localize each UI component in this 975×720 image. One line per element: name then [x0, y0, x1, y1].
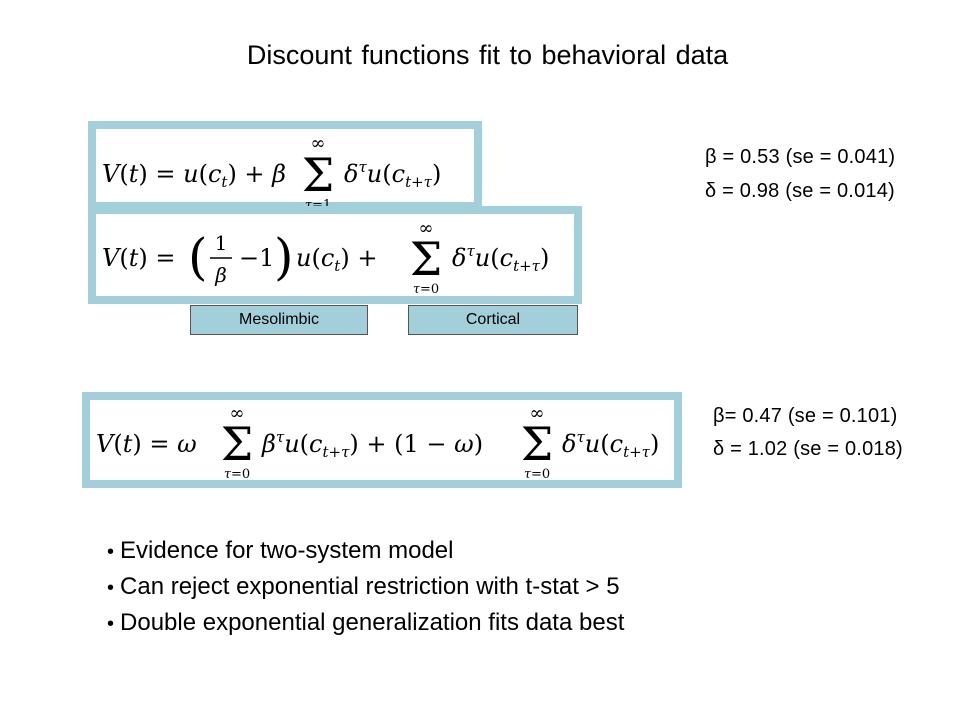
bullet-text: Can reject exponential restriction with …: [120, 573, 620, 600]
slide-title: Discount functions fit to behavioral dat…: [246, 40, 729, 70]
equation-box-double-exponential: V(t) = ω ∞ Σ τ=0 βτu(ct+τ) + (1 − ω) ∞ Σ…: [82, 392, 682, 488]
svg-text:V(t) = ω: V(t) = ω: [96, 430, 197, 458]
cortical-tag: Cortical: [408, 305, 578, 335]
svg-text:∞: ∞: [530, 403, 545, 424]
bullet-item: •Evidence for two-system model: [107, 533, 624, 569]
svg-text:δτu(ct+τ): δτu(ct+τ): [344, 158, 441, 191]
svg-text:∞: ∞: [311, 133, 326, 154]
svg-text:−1: −1: [239, 244, 274, 272]
bullet-dot-icon: •: [107, 541, 115, 563]
mesolimbic-tag: Mesolimbic: [190, 305, 368, 335]
bullet-text: Evidence for two-system model: [120, 537, 454, 564]
bullet-dot-icon: •: [107, 577, 115, 599]
svg-text:(: (: [188, 228, 208, 286]
svg-text:1: 1: [215, 231, 228, 255]
svg-text:∞: ∞: [419, 218, 434, 239]
equation-double-exponential: V(t) = ω ∞ Σ τ=0 βτu(ct+τ) + (1 − ω) ∞ Σ…: [96, 403, 659, 482]
bullet-item: •Can reject exponential restriction with…: [107, 569, 624, 605]
svg-text:τ=0: τ=0: [413, 282, 439, 297]
bullet-dot-icon: •: [107, 613, 115, 635]
svg-text:∞: ∞: [230, 403, 245, 424]
equation-box-two-system: V(t) = ( 1 β −1 ) u(ct) + ∞ Σ τ=0 δτu(ct…: [88, 206, 582, 304]
beta-estimate: β = 0.53 (se = 0.041): [705, 146, 896, 168]
svg-text:Σ: Σ: [521, 417, 554, 471]
delta-estimate: δ = 0.98 (se = 0.014): [705, 180, 895, 202]
bullet-item: •Double exponential generalization fits …: [107, 605, 624, 641]
svg-text:δτu(ct+τ): δτu(ct+τ): [562, 428, 659, 461]
svg-text:): ): [274, 228, 294, 286]
equation-beta-delta: V(t) = u(ct) + β ∞ Σ τ=1 δτu(ct+τ): [102, 133, 441, 213]
svg-text:Σ: Σ: [302, 148, 335, 202]
svg-text:βτu(ct+τ) + (1 − ω): βτu(ct+τ) + (1 − ω): [261, 428, 483, 461]
svg-text:τ=0: τ=0: [524, 467, 550, 482]
equation-two-system: V(t) = ( 1 β −1 ) u(ct) + ∞ Σ τ=0 δτu(ct…: [102, 218, 549, 297]
bullet-list: •Evidence for two-system model •Can reje…: [107, 533, 624, 641]
delta-estimate-double-exponential: δ = 1.02 (se = 0.018): [713, 438, 903, 460]
beta-estimate-double-exponential: β= 0.47 (se = 0.101): [713, 405, 898, 427]
svg-text:Σ: Σ: [221, 417, 254, 471]
svg-text:δτu(ct+τ): δτu(ct+τ): [452, 242, 549, 275]
svg-text:V(t) = u(ct) + β: V(t) = u(ct) + β: [102, 160, 286, 191]
equation-box-beta-delta: V(t) = u(ct) + β ∞ Σ τ=1 δτu(ct+τ): [88, 121, 482, 213]
svg-text:τ=0: τ=0: [224, 467, 250, 482]
bullet-text: Double exponential generalization fits d…: [120, 609, 625, 636]
svg-text:u(ct) +: u(ct) +: [296, 244, 377, 275]
svg-text:β: β: [214, 263, 227, 287]
svg-text:V(t) =: V(t) =: [102, 244, 175, 272]
svg-text:Σ: Σ: [410, 232, 443, 286]
